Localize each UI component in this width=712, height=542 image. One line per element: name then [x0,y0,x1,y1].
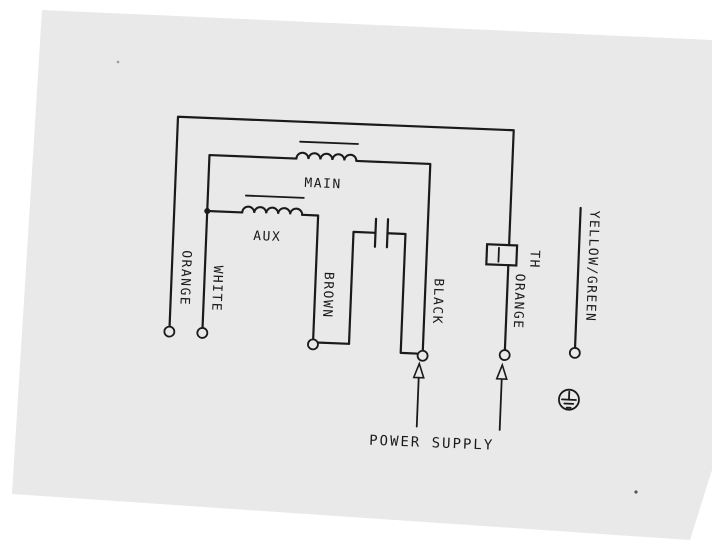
aux-winding-label: AUX [253,229,282,245]
main-to-black-wire [355,159,432,355]
terminal-black [416,349,429,362]
aux-winding-bar [244,194,305,199]
thermal-protector [485,243,519,267]
ground-symbol-icon [558,388,580,411]
capacitor-left-lead [347,230,377,345]
white-wire-main [201,153,298,333]
terminal-white [196,327,209,339]
wire-label-orange-left: ORANGE [176,250,193,307]
power-supply-label: POWER SUPPLY [369,433,495,454]
wire-label-yellow-green: YELLOW/GREEN [582,210,601,322]
wire-label-brown: BROWN [319,272,336,319]
label-card [12,10,712,540]
terminal-orange-right [498,349,511,361]
terminal-orange-left [163,325,176,338]
dust-speck [116,60,120,64]
capacitor-plate-left [373,217,378,248]
power-arrow-black-head [412,361,425,379]
dust-speck [634,490,638,494]
thermal-protector-contact [497,246,500,263]
main-winding-coil [295,151,358,162]
terminal-brown [307,338,319,351]
wire-label-white: WHITE [208,265,225,312]
yellow-green-wire [573,206,582,349]
aux-winding-coil [241,205,304,216]
main-winding-label: MAIN [304,176,342,192]
power-arrow-black-shaft [415,370,420,428]
thermal-protector-label: TH [526,250,542,269]
power-arrow-orange-shaft [498,372,503,431]
orange-left-wire [168,115,515,331]
brown-capacitor-link [311,341,351,345]
terminal-yellow-green [568,346,581,359]
aux-branch-wire [206,209,244,214]
capacitor-right-lead [386,232,418,355]
brown-wire [301,213,320,344]
wire-label-orange-right: ORANGE [510,273,527,330]
wire-label-black: BLACK [429,278,446,325]
main-winding-bar [299,140,359,145]
power-arrow-orange-head [495,362,508,381]
orange-right-wire [503,264,510,352]
